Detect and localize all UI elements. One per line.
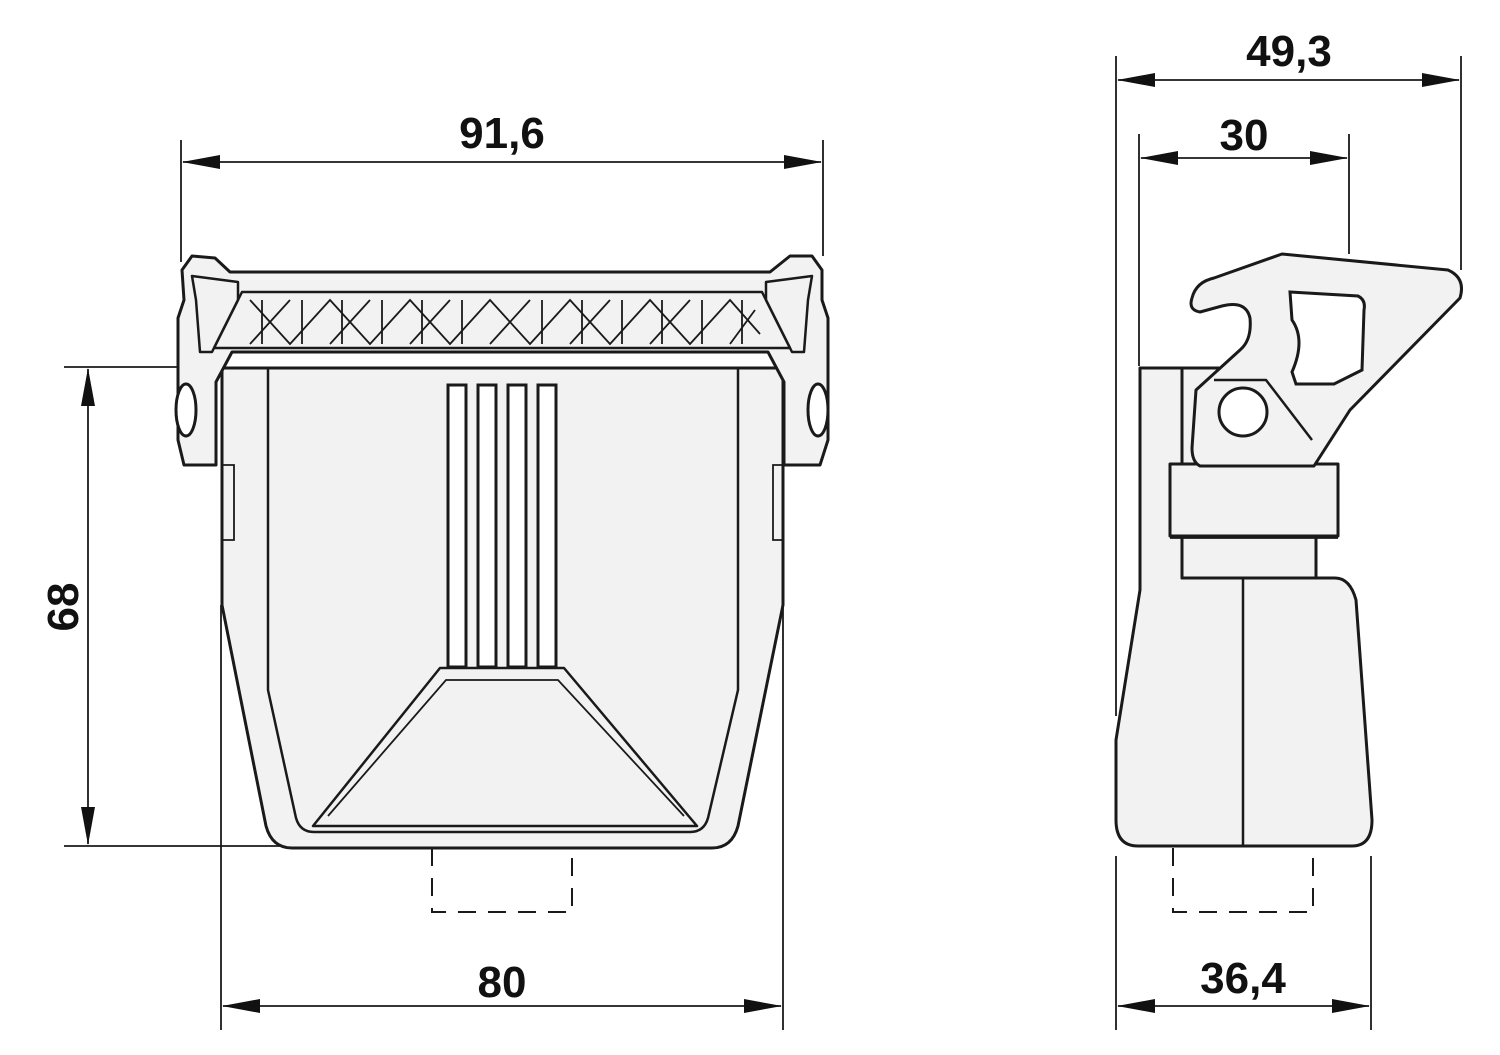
side-cable-gland-hidden bbox=[1172, 848, 1314, 913]
dim-label-side-width-upper: 30 bbox=[1220, 111, 1269, 160]
front-lever-frame bbox=[176, 254, 830, 467]
front-view bbox=[174, 254, 830, 913]
front-housing-inner-outline bbox=[266, 368, 740, 834]
front-housing-body bbox=[220, 366, 785, 850]
front-ribs bbox=[446, 383, 558, 669]
side-lever-slot bbox=[1288, 290, 1366, 386]
front-left-pivot bbox=[174, 382, 198, 438]
dim-label-side-width-bottom: 36,4 bbox=[1200, 954, 1286, 1003]
front-cable-gland-hidden bbox=[431, 848, 573, 913]
side-lever-pivot bbox=[1217, 386, 1269, 438]
dimension-lines bbox=[64, 56, 1462, 1030]
side-view bbox=[1114, 252, 1463, 913]
front-cable-entry-cone bbox=[311, 666, 699, 828]
front-cable-entry-inner bbox=[327, 679, 685, 817]
front-lever-truss bbox=[249, 298, 761, 346]
dim-label-front-width-bottom: 80 bbox=[478, 958, 527, 1007]
side-collar bbox=[1168, 462, 1340, 538]
front-left-arm bbox=[190, 274, 240, 354]
dim-label-front-height: 68 bbox=[39, 583, 88, 632]
dim-label-front-width-top: 91,6 bbox=[459, 109, 545, 158]
side-lever-link bbox=[1214, 378, 1313, 441]
front-right-arm bbox=[764, 274, 814, 354]
dim-label-side-width-total: 49,3 bbox=[1246, 27, 1332, 76]
front-right-step bbox=[772, 464, 783, 541]
front-right-pivot bbox=[806, 382, 830, 438]
front-left-step bbox=[222, 464, 235, 541]
